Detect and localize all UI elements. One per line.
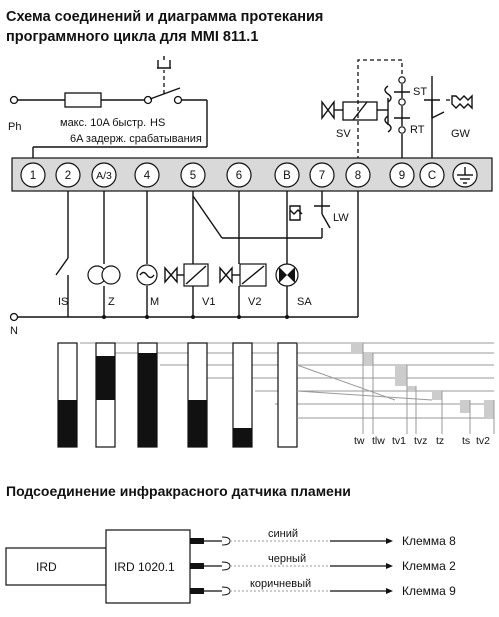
ir-wire-color-label: синий [268,528,298,540]
lw-label: LW [333,212,349,224]
hs-switch-blade [149,87,181,100]
terminal-7: 7 [309,162,335,188]
timing-label-ts: ts [462,435,470,447]
timing-label-tvz: tvz [414,435,427,447]
st-thermo-icon [384,85,392,103]
ir-wire-terminal-label: Клемма 9 [402,584,456,598]
terminal-label: 4 [144,170,151,182]
section2-title: Подсоединение инфракрасного датчика плам… [6,483,351,499]
rt-label: RT [410,124,425,136]
timing-label-tlw: tlw [372,435,385,447]
timing-label-tv2: tv2 [476,435,490,447]
terminal-A-3: A/3 [91,162,117,188]
ird-module-box [105,529,191,604]
ir-wire-terminal-label: Клемма 2 [402,559,456,573]
arrow-right-icon [386,563,393,569]
terminal-label: 9 [399,170,405,182]
terminal-label: A/3 [96,170,112,182]
neutral-label: N [10,325,18,337]
ird-sensor-box [5,547,107,586]
ground-icon [457,167,473,184]
timing-label-tw: tw [354,435,365,447]
st-label: ST [413,86,427,98]
timing-bar-sa [277,342,298,448]
phase-terminal [9,95,19,105]
terminal-9: 9 [389,162,415,188]
phase-label: Ph [8,121,21,133]
terminal-label: B [283,170,291,182]
device-label-is: IS [58,296,68,308]
title-line-2: программного цикла для MMI 811.1 [6,29,258,45]
neutral-terminal [9,312,19,322]
terminal-B: B [274,162,300,188]
device-label-m: M [150,296,159,308]
fuse-symbol [64,92,102,108]
terminal-row: 1 2 A/3 4 5 6 B 7 8 9 C [20,162,445,188]
terminal-6: 6 [226,162,252,188]
is-switch [55,257,69,276]
terminal-C: C [419,162,445,188]
terminal-2: 2 [55,162,81,188]
terminal-label: 8 [355,170,361,182]
ird-sensor-label: IRD [36,560,57,574]
terminal-label: 7 [319,170,325,182]
timing-diagram [57,342,495,448]
rt-thermo-icon [384,115,392,133]
arrow-right-icon [386,538,393,544]
device-label-v1: V1 [202,296,215,308]
title-line-1: Схема соединений и диаграмма протекания [6,9,323,25]
timing-label-tz: tz [436,435,444,447]
terminal-1: 1 [20,162,46,188]
ir-wire-terminal-label: Клемма 8 [402,534,456,548]
fuse-rating-text-2: 6A задерж. срабатывания [70,133,202,145]
arrow-right-icon [386,588,393,594]
terminal-label: 5 [190,170,196,182]
terminal-label: C [428,170,436,182]
v2-valve-icon [219,266,233,284]
hs-label: HS [150,117,165,129]
lw-bellows-icon [289,205,303,221]
fuse-rating-text-1: макс. 10A быстр. [60,117,146,129]
ird-module-label: IRD 1020.1 [114,560,175,574]
terminal-8: 8 [345,162,371,188]
sv-valve-icon [321,99,335,121]
device-label-v2: V2 [248,296,261,308]
terminal-label: 6 [236,170,242,182]
hs-actuator-icon [157,56,171,69]
ir-wire-color-label: черный [268,553,306,565]
gw-label: GW [451,128,471,140]
ir-wire-color-label: коричневый [250,578,311,590]
v1-valve-icon [164,266,178,284]
sv-label: SV [336,128,351,140]
device-label-sa: SA [297,296,312,308]
device-label-z: Z [108,296,115,308]
timing-label-tv1: tv1 [392,435,406,447]
gw-bellows-icon [451,94,473,110]
terminal-4: 4 [134,162,160,188]
terminal-5: 5 [180,162,206,188]
terminal-label: 1 [30,170,36,182]
terminal-label: 2 [65,170,71,182]
